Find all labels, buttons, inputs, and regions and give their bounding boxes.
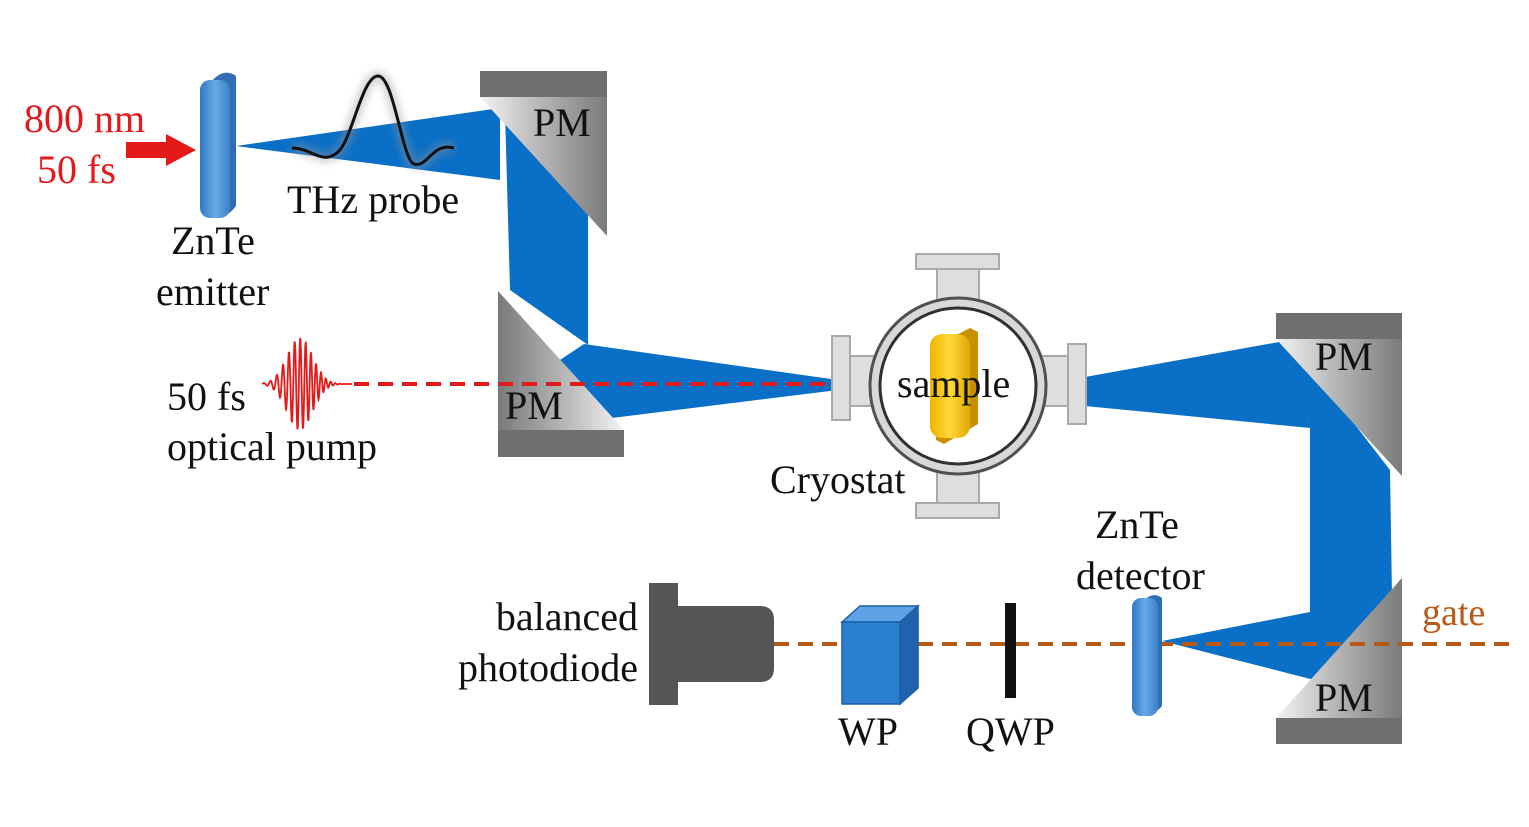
cryostat (831, 253, 1087, 519)
gate-label: gate (1422, 592, 1485, 634)
input-arrow-icon (126, 134, 196, 166)
detector-label-2: detector (1076, 553, 1205, 598)
qwp-plate (1005, 603, 1016, 698)
cryostat-label: Cryostat (770, 457, 906, 502)
thz-beam-vertical-right (1288, 338, 1392, 616)
pm-label-top: PM (533, 100, 591, 145)
thz-beam-emitter-to-pm (236, 108, 500, 180)
emitter-label-2: emitter (156, 269, 269, 314)
photodiode-label-2: photodiode (458, 645, 638, 690)
optical-pulse-icon (261, 337, 352, 430)
emitter-label-1: ZnTe (171, 218, 255, 263)
thz-pulse-icon (291, 70, 456, 170)
znte-emitter-crystal (200, 72, 236, 218)
detector-label-1: ZnTe (1095, 502, 1179, 547)
sample-crystal (930, 328, 978, 444)
balanced-photodiode (649, 583, 774, 705)
sample-label: sample (897, 361, 1010, 406)
wollaston-prism (840, 604, 920, 706)
pm-label-left: PM (505, 383, 563, 428)
pm-mirror-left (498, 291, 624, 457)
thz-beam-pm-to-cryostat (560, 344, 838, 418)
thz-beam-cryostat-to-pm (1085, 340, 1310, 428)
pump-label-1: 50 fs (167, 374, 246, 419)
pm-mirror-top (480, 71, 607, 236)
photodiode-label-1: balanced (496, 594, 638, 639)
pump-label-2: optical pump (167, 424, 377, 469)
pm-label-right-bottom: PM (1315, 675, 1373, 720)
znte-detector-crystal (1132, 595, 1162, 716)
source-duration-label: 50 fs (37, 147, 116, 192)
pm-label-right-top: PM (1315, 334, 1373, 379)
qwp-label: QWP (966, 709, 1055, 754)
pm-mirror-right-top (1276, 313, 1402, 476)
thz-probe-label: THz probe (287, 177, 459, 222)
source-wavelength-label: 800 nm (24, 96, 145, 141)
wp-label: WP (838, 709, 898, 754)
pm-mirror-right-bottom (1276, 578, 1402, 744)
